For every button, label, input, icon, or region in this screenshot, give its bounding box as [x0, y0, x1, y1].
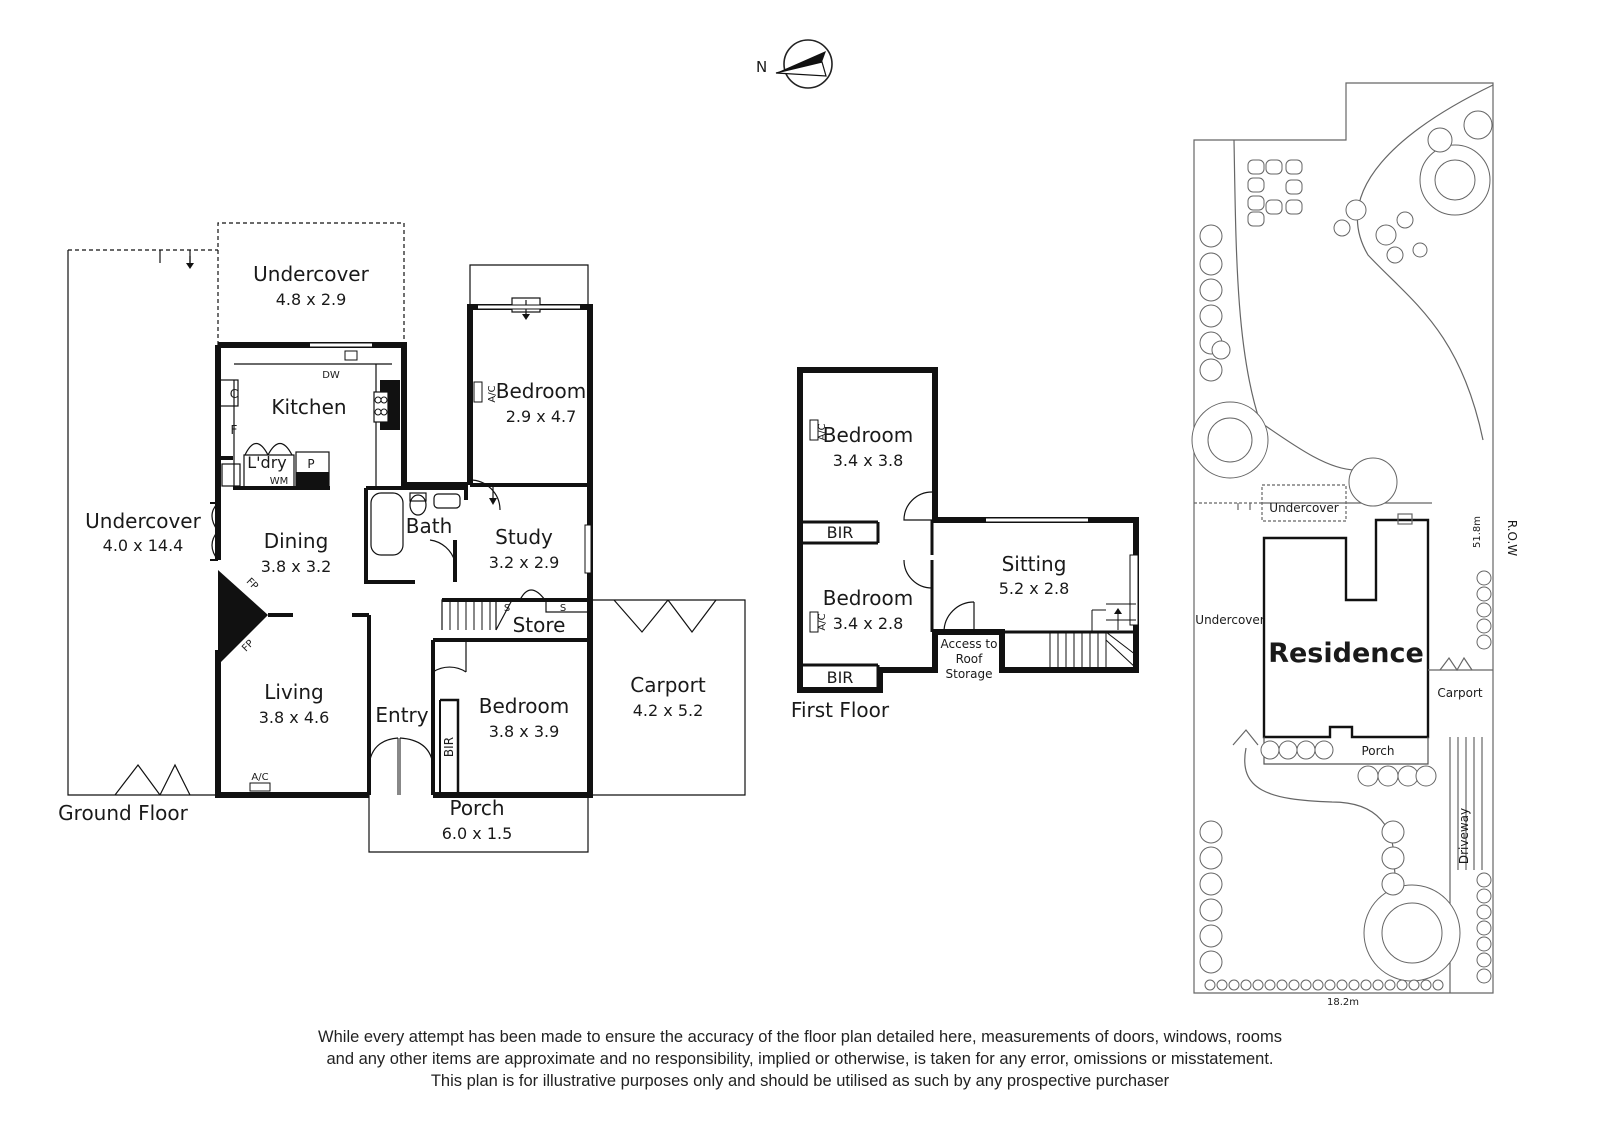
room-label: Bedroom [823, 586, 913, 610]
site-depth-label: 51.8m [1472, 516, 1483, 548]
porch-label: Porch [1361, 744, 1394, 758]
driveway-label: Driveway [1457, 808, 1471, 864]
fireplace-label: FP [240, 638, 256, 654]
disclaimer: While every attempt has been made to ens… [0, 1026, 1600, 1092]
room-label: Undercover [253, 262, 369, 286]
fireplace-label: FP [244, 576, 260, 592]
room-label: Entry [375, 703, 428, 727]
dishwasher-label: DW [322, 370, 340, 381]
room-dims: 3.2 x 2.9 [489, 553, 560, 572]
room-label: Undercover [85, 509, 201, 533]
site-trees [1191, 110, 1493, 991]
disclaimer-line: and any other items are approximate and … [326, 1050, 1274, 1068]
room-label: Living [264, 680, 323, 704]
room-dims: 4.0 x 14.4 [103, 536, 184, 555]
north-label: N [756, 58, 767, 76]
undercover-label: Undercover [1195, 613, 1264, 627]
fridge-label: F [231, 423, 238, 437]
bir-label: BIR [827, 523, 854, 542]
bir-label: BIR [827, 668, 854, 687]
room-label: Bedroom [823, 423, 913, 447]
built-in-robe-label: BIR [442, 737, 456, 757]
stair-label: S [560, 603, 566, 614]
carport-label: Carport [1437, 686, 1483, 700]
pantry-label: P [307, 457, 314, 471]
undercover-label: Undercover [1269, 501, 1338, 515]
stair-label: S [504, 603, 510, 614]
air-con-label: A/C [251, 772, 268, 783]
roof-access-label: Storage [946, 667, 993, 681]
room-label: L'dry [247, 453, 287, 472]
washing-machine-label: WM [270, 476, 289, 487]
air-con-label: A/C [487, 385, 498, 402]
room-dims: 3.8 x 3.2 [261, 557, 332, 576]
roof-access-label: Access to [941, 637, 998, 651]
ground-floor-labels: Undercover 4.8 x 2.9 Undercover 4.0 x 14… [58, 262, 706, 843]
site-labels: Residence Undercover Undercover Carport … [1195, 501, 1519, 1008]
room-label: Study [495, 525, 553, 549]
room-label: Dining [264, 529, 329, 553]
room-label: Porch [449, 796, 504, 820]
disclaimer-line: This plan is for illustrative purposes o… [430, 1072, 1170, 1090]
site-width-label: 18.2m [1327, 997, 1359, 1008]
ground-floor-title: Ground Floor [58, 801, 188, 825]
room-dims: 6.0 x 1.5 [442, 824, 513, 843]
site-plan [1193, 82, 1494, 994]
disclaimer-line: While every attempt has been made to ens… [318, 1028, 1282, 1046]
room-label: Kitchen [271, 395, 346, 419]
room-dims: 3.8 x 3.9 [489, 722, 560, 741]
room-dims: 2.9 x 4.7 [506, 407, 577, 426]
room-label: Carport [630, 673, 706, 697]
room-label: Bedroom [496, 379, 586, 403]
room-label: Sitting [1002, 552, 1067, 576]
air-con-label: A/C [817, 613, 828, 630]
residence-label: Residence [1268, 638, 1424, 669]
row-label: R.O.W [1505, 520, 1519, 556]
roof-access-label: Roof [956, 652, 983, 666]
room-label: Bedroom [479, 694, 569, 718]
ground-floor-plan [67, 222, 746, 853]
room-dims: 5.2 x 2.8 [999, 579, 1070, 598]
bottom-hedge [1204, 979, 1444, 991]
compass-icon: N [756, 39, 833, 89]
room-dims: 3.8 x 4.6 [259, 708, 330, 727]
room-label: Bath [406, 514, 453, 538]
room-dims: 3.4 x 3.8 [833, 451, 904, 470]
air-con-label: A/C [817, 423, 828, 440]
room-dims: 4.8 x 2.9 [276, 290, 347, 309]
first-floor-plan [797, 367, 1139, 693]
room-dims: 3.4 x 2.8 [833, 614, 904, 633]
cupboard-label: C [230, 387, 238, 401]
room-label: Store [513, 613, 566, 637]
first-floor-labels: Bedroom 3.4 x 3.8 Bedroom 3.4 x 2.8 Sitt… [791, 423, 1069, 722]
first-floor-title: First Floor [791, 698, 890, 722]
room-dims: 4.2 x 5.2 [633, 701, 704, 720]
